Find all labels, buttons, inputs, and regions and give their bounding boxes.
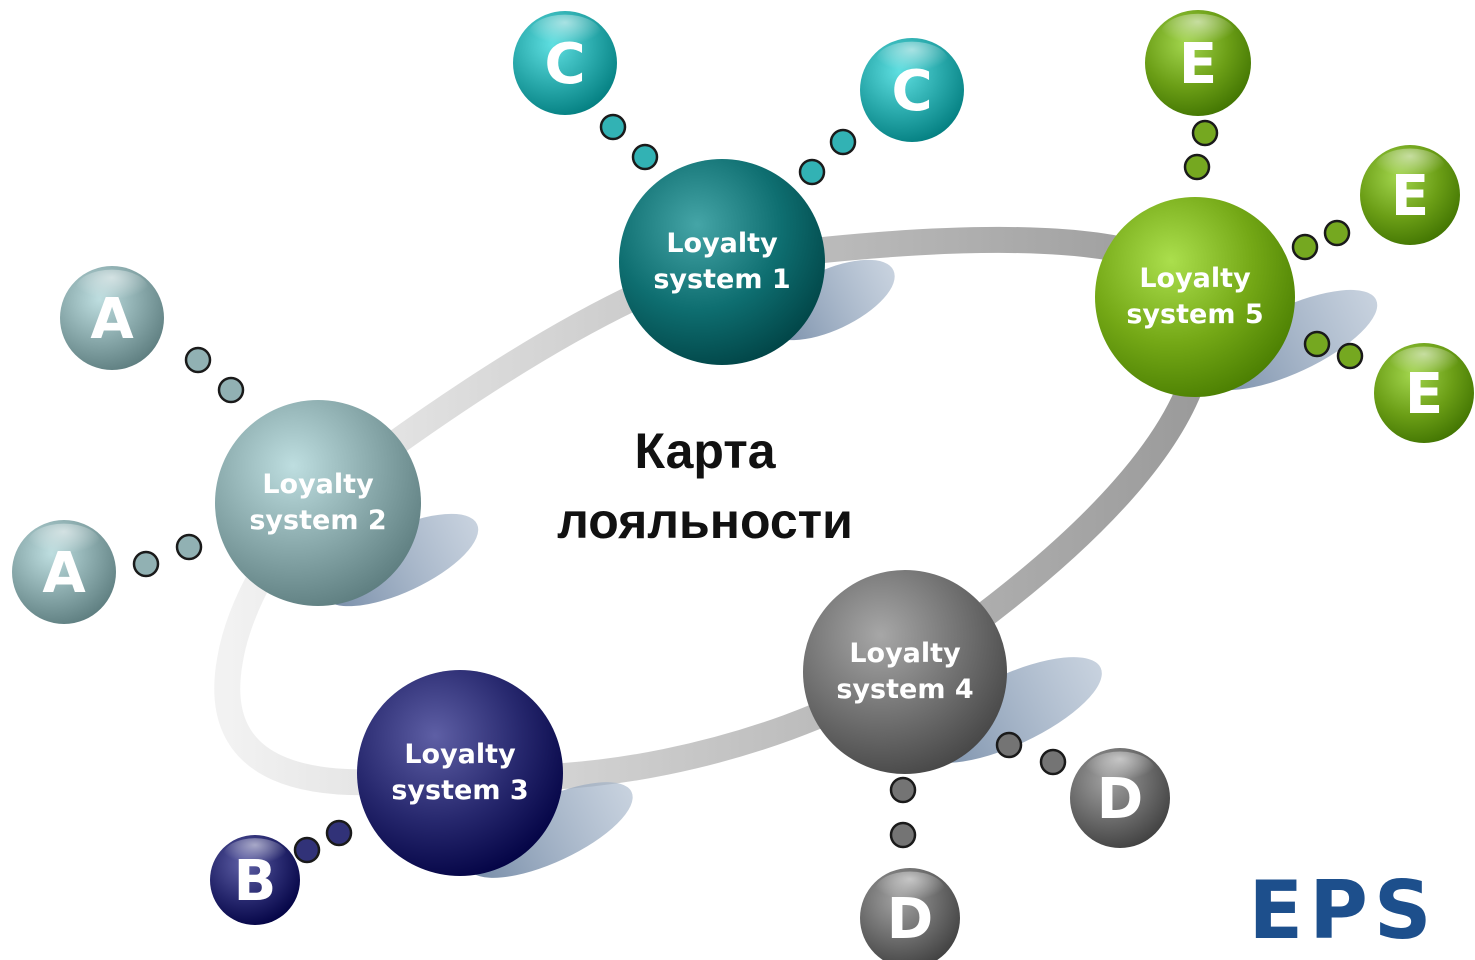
diagram-title: Карта лояльности <box>500 416 910 556</box>
satellite-letter: E <box>1179 32 1217 97</box>
loyalty-system-1-node[interactable]: Loyalty system 1 <box>619 159 825 365</box>
satellite-e[interactable]: E <box>1145 10 1251 116</box>
eps-logo: EPS <box>1249 872 1438 952</box>
satellite-highlight <box>1389 346 1459 385</box>
satellite-highlight <box>75 269 149 310</box>
loyalty-system-3-node[interactable]: Loyalty system 3 <box>357 670 563 876</box>
title-line-1: Карта <box>634 423 776 479</box>
system-label-line-2: system 4 <box>836 674 973 705</box>
satellite-highlight <box>1160 13 1236 54</box>
system-label-line-1: Loyalty <box>1139 263 1251 294</box>
connector-dot <box>829 128 857 156</box>
system-label-line-1: Loyalty <box>262 469 374 500</box>
satellite-letter: A <box>90 287 134 352</box>
satellite-d[interactable]: D <box>860 868 960 960</box>
loyalty-system-2-node[interactable]: Loyalty system 2 <box>215 400 421 606</box>
satellite-letter: E <box>1391 164 1429 229</box>
connector-dot <box>798 158 826 186</box>
system-label-line-2: system 2 <box>249 505 386 536</box>
satellite-letter: C <box>891 59 932 124</box>
connector-dot <box>184 346 212 374</box>
satellite-letter: D <box>1097 767 1143 832</box>
satellite-e[interactable]: E <box>1360 145 1460 245</box>
satellite-highlight <box>27 523 101 564</box>
satellite-b[interactable]: B <box>210 835 300 925</box>
satellite-letter: D <box>887 887 933 952</box>
system-sphere <box>619 159 825 365</box>
satellite-e[interactable]: E <box>1374 343 1474 443</box>
loyalty-system-4-node[interactable]: Loyalty system 4 <box>803 570 1007 774</box>
satellite-a[interactable]: A <box>12 520 116 624</box>
satellite-highlight <box>1375 148 1445 187</box>
system-sphere <box>1095 197 1295 397</box>
satellite-letter: B <box>234 849 277 914</box>
connector-dot <box>889 821 917 849</box>
system-label-line-2: system 3 <box>391 775 528 806</box>
satellite-c[interactable]: C <box>513 11 617 115</box>
system-sphere <box>215 400 421 606</box>
connector-dot <box>889 776 917 804</box>
connector-dot <box>631 143 659 171</box>
connector-dot <box>1303 330 1331 358</box>
connector-dot <box>132 550 160 578</box>
connector-dot <box>1323 219 1351 247</box>
satellite-highlight <box>875 41 949 82</box>
system-label-line-1: Loyalty <box>849 638 961 669</box>
satellite-d[interactable]: D <box>1070 748 1170 848</box>
satellite-highlight <box>528 14 602 55</box>
connector-dot <box>1291 233 1319 261</box>
title-line-2: лояльности <box>557 493 853 549</box>
system-sphere <box>803 570 1007 774</box>
connector-dot <box>325 819 353 847</box>
satellite-c[interactable]: C <box>860 38 964 142</box>
connector-dot <box>175 533 203 561</box>
system-label-line-1: Loyalty <box>404 739 516 770</box>
satellite-letter: A <box>42 541 86 606</box>
system-label-line-2: system 5 <box>1126 299 1263 330</box>
connector-dot <box>599 113 627 141</box>
connector-dot <box>217 376 245 404</box>
eps-logo-text: EPS <box>1249 872 1438 952</box>
connector-dot <box>293 836 321 864</box>
satellite-highlight <box>1085 751 1155 790</box>
connector-dot <box>995 731 1023 759</box>
satellite-a[interactable]: A <box>60 266 164 370</box>
connector-dot <box>1039 748 1067 776</box>
satellite-letter: C <box>544 32 585 97</box>
satellite-highlight <box>223 838 287 873</box>
system-sphere <box>357 670 563 876</box>
satellite-letter: E <box>1405 362 1443 427</box>
connector-dot <box>1336 342 1364 370</box>
system-label-line-2: system 1 <box>653 264 790 295</box>
loyalty-system-5-node[interactable]: Loyalty system 5 <box>1095 197 1295 397</box>
satellite-highlight <box>875 871 945 910</box>
connector-dot <box>1183 153 1211 181</box>
system-label-line-1: Loyalty <box>666 228 778 259</box>
connector-dot <box>1191 119 1219 147</box>
